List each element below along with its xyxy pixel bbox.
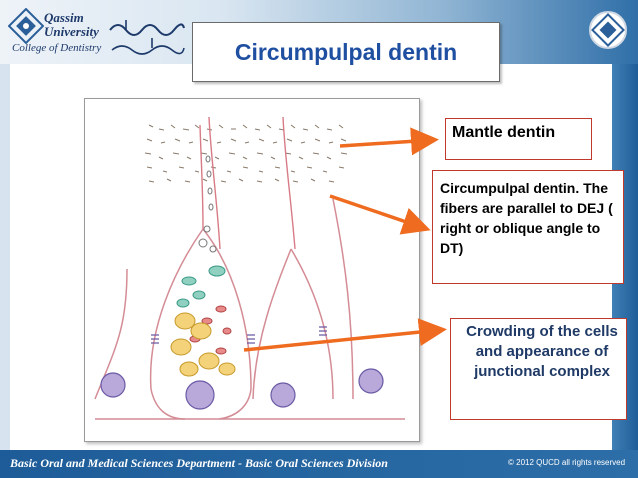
university-name-line2: University <box>44 24 99 39</box>
university-emblem-icon <box>8 8 44 44</box>
qucd-logo-icon <box>589 11 627 49</box>
odontoblast-processes <box>199 116 296 250</box>
title-box: Circumpulpal dentin <box>192 22 500 82</box>
footer-copyright: © 2012 QUCD all rights reserved <box>508 458 626 467</box>
process-vacuoles <box>198 155 217 253</box>
university-logo: Qassim University College of Dentistry <box>8 6 188 58</box>
callout-mantle-text: Mantle dentin <box>452 124 556 141</box>
university-name-line1: Qassim <box>44 10 84 25</box>
arabic-calligraphy-logo <box>109 20 185 55</box>
callout-mantle-box <box>445 118 592 160</box>
footer-department: Basic Oral and Medical Sciences Departme… <box>10 456 388 470</box>
callout-crowding-text: Crowding of the cells and appearance of … <box>466 323 618 380</box>
arrow-mantle <box>339 127 439 156</box>
organelles <box>170 265 236 377</box>
arrow-circumpulpal <box>329 194 431 235</box>
arrow-crowding <box>243 318 447 352</box>
dentin-diagram <box>84 98 420 442</box>
dentin-illustration <box>94 116 405 420</box>
footer-bar <box>0 450 638 478</box>
college-name: College of Dentistry <box>12 42 102 54</box>
callout-circumpulpal-box <box>432 170 624 284</box>
slide-title: Circumpulpal dentin <box>234 38 458 65</box>
odontoblast-cells <box>94 198 405 420</box>
callout-crowding-box <box>450 318 627 420</box>
junctional-complexes <box>151 326 327 344</box>
callout-circumpulpal-text: Circumpulpal dentin. The fibers are para… <box>440 180 613 256</box>
mantle-dentin-band <box>144 124 348 183</box>
nuclei <box>100 368 384 410</box>
left-side-panel <box>0 64 10 450</box>
